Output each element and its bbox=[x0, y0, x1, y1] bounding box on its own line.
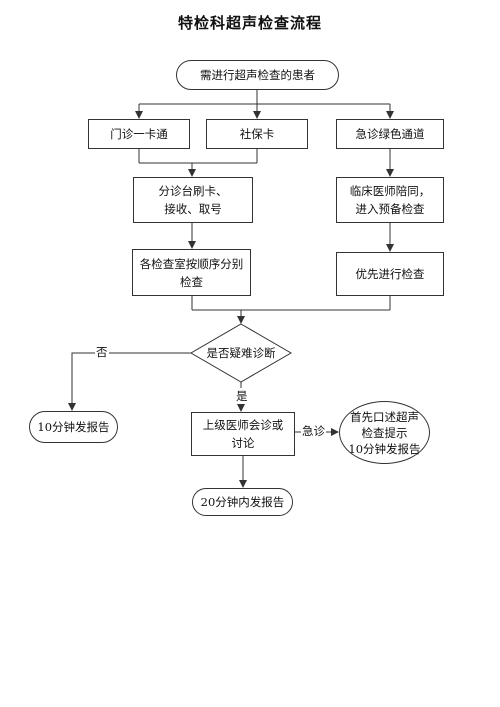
escort-node: 临床医师陪同， 进入预备检查 bbox=[336, 177, 444, 223]
arrow-no-branch bbox=[68, 352, 191, 411]
emergency-channel-node: 急诊绿色通道 bbox=[336, 119, 444, 149]
no-label: 否 bbox=[95, 344, 109, 360]
triage-node: 分诊台刷卡、 接收、取号 bbox=[133, 177, 253, 223]
decision-label: 是否疑难诊断 bbox=[206, 346, 276, 360]
social-card-node: 社保卡 bbox=[206, 119, 308, 149]
report-10-node: 10分钟发报告 bbox=[29, 411, 118, 443]
priority-node: 优先进行检查 bbox=[336, 252, 444, 296]
report-20-node: 20分钟内发报告 bbox=[192, 488, 293, 516]
consult-node: 上级医师会诊或 讨论 bbox=[191, 412, 295, 456]
page-title: 特检科超声检查流程 bbox=[177, 14, 322, 32]
rooms-node: 各检查室按顺序分别 检查 bbox=[132, 249, 251, 296]
start-node: 需进行超声检查的患者 bbox=[176, 60, 339, 90]
clinic-card-node: 门诊一卡通 bbox=[88, 119, 190, 149]
yes-label: 是 bbox=[235, 388, 249, 404]
emergency-report-node: 首先口述超声 检查提示 10分钟发报告 bbox=[339, 401, 430, 464]
emergency-label: 急诊 bbox=[301, 423, 326, 439]
